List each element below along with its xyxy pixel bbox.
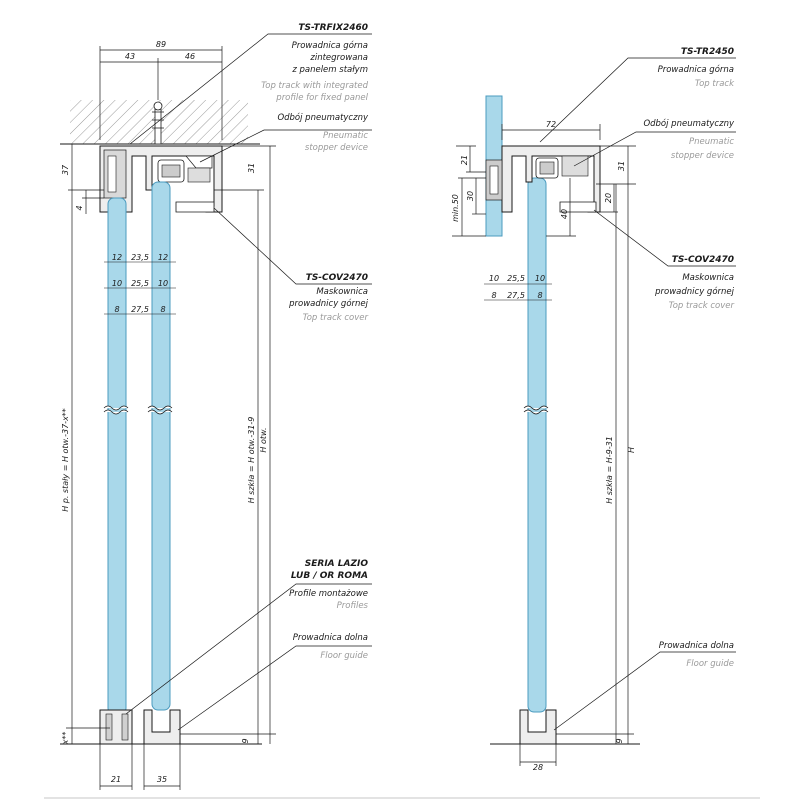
callout-series-2: LUB / OR ROMA	[291, 571, 368, 581]
break-mark	[523, 405, 549, 415]
right-leaders	[539, 57, 736, 731]
dim-20: 20	[604, 193, 613, 203]
callout-left-stopper-en-2: stopper device	[305, 143, 368, 153]
callout-left-cover-pl-1: Maskownica	[316, 287, 368, 297]
dim-40: 40	[560, 209, 569, 219]
dim-21: 21	[460, 155, 469, 165]
callout-right-cover-pl-1: Maskownica	[682, 273, 734, 283]
callout-right-top-track-pl: Prowadnica górna	[658, 64, 734, 75]
dim-fixed-height: H p. stały = H otw.-37-x**	[61, 408, 70, 512]
callout-right-cover-pl-2: prowadnicy górnej	[654, 286, 735, 297]
bottom-mounting-profile	[99, 709, 133, 745]
callout-left-stopper-en-1: Pneumatic	[323, 131, 368, 141]
dim-30: 30	[466, 191, 475, 201]
dimension-left-vert	[68, 144, 104, 214]
callout-left-floor-pl: Prowadnica dolna	[293, 633, 368, 643]
right-top-dim	[501, 124, 601, 140]
callout-left-top-track-pl-2: zintegrowana	[309, 53, 368, 63]
dim-row3-a: 8	[114, 305, 119, 314]
dim-bottom-9: 9	[241, 738, 250, 743]
dim-right-part: 46	[185, 52, 195, 61]
dim-31: 31	[617, 161, 626, 171]
dim-glass-height: H szkła = H otw.-31-9	[247, 417, 256, 504]
right-left-dims	[452, 145, 486, 237]
dim-right-height: H	[627, 447, 636, 453]
dim-track-31: 31	[247, 163, 256, 173]
callout-left-cover-code: TS-COV2470	[306, 273, 368, 283]
dim-base-21: 21	[111, 775, 121, 784]
dim-total-width: 89	[156, 40, 166, 49]
callout-left-top-track-en-2: profile for fixed panel	[275, 93, 368, 103]
left-assembly: 89 43 46 37 4 12 23,5 12 10 25,5 10 8 27…	[60, 23, 372, 790]
dim-right-row1-b: 25,5	[507, 274, 525, 283]
dim-row2-b: 25,5	[131, 279, 149, 288]
callout-left-cover-en: Top track cover	[303, 313, 369, 323]
dim-row3-b: 27,5	[131, 305, 149, 314]
dim-right-row2-b: 27,5	[507, 291, 525, 300]
callout-left-top-track-pl-1: Prowadnica górna	[292, 40, 368, 51]
dim-right-glass-height: H szkła = H-9-31	[605, 436, 614, 504]
callout-left-top-track-code: TS-TRFIX2460	[298, 23, 368, 33]
dim-row2-c: 10	[158, 279, 168, 288]
right-assembly: 72 21 30 min.50 31 20 40	[451, 47, 736, 772]
long-vertical-dims	[66, 145, 276, 744]
callout-right-stopper-en-2: stopper device	[671, 151, 734, 161]
row-dimension-lines	[104, 261, 176, 315]
anchor-bolt-icon	[152, 101, 164, 145]
right-top-track	[485, 145, 601, 213]
callout-left-top-track-en-1: Top track with integrated	[261, 81, 368, 91]
callout-right-cover-code: TS-COV2470	[672, 255, 734, 265]
callout-right-top-track-en: Top track	[695, 79, 735, 89]
dim-left-part: 43	[125, 52, 135, 61]
callout-right-floor-pl: Prowadnica dolna	[659, 641, 734, 651]
callout-right-stopper-pl: Odbój pneumatyczny	[643, 118, 735, 129]
dim-right-row1-c: 10	[535, 274, 545, 283]
dim-min50: min.50	[451, 194, 460, 222]
top-track-profile	[99, 145, 223, 213]
dimension-top	[99, 46, 223, 140]
callout-right-cover-en: Top track cover	[669, 301, 735, 311]
left-leaders	[125, 33, 372, 731]
dim-right-bottom-9: 9	[615, 738, 624, 743]
break-mark	[103, 405, 129, 415]
callout-right-top-track-code: TS-TR2450	[681, 47, 734, 57]
dim-base-35: 35	[157, 775, 167, 784]
callout-series-1: SERIA LAZIO	[305, 559, 369, 569]
dim-base-28: 28	[533, 763, 543, 772]
dim-row1-a: 12	[112, 253, 122, 262]
right-floor-guide	[519, 709, 557, 745]
callout-right-floor-en: Floor guide	[686, 659, 734, 669]
right-sliding-glass	[527, 177, 547, 713]
right-base-dim	[519, 744, 557, 766]
dim-row3-c: 8	[160, 305, 165, 314]
dim-right-row2-a: 8	[491, 291, 496, 300]
floor-guide	[143, 709, 181, 745]
dim-gap-4: 4	[75, 205, 84, 210]
dim-width-72: 72	[546, 120, 556, 129]
dim-row1-c: 12	[158, 253, 168, 262]
dim-right-row2-c: 8	[537, 291, 542, 300]
break-mark	[147, 405, 173, 415]
callout-right-stopper-en-1: Pneumatic	[689, 137, 734, 147]
right-row-dims	[484, 283, 552, 301]
callout-left-stopper-pl: Odbój pneumatyczny	[277, 112, 369, 123]
callout-profile-en: Profiles	[337, 601, 369, 611]
callout-profile-pl: Profile montażowe	[289, 589, 368, 599]
dim-row2-a: 10	[112, 279, 122, 288]
dim-top-height: 37	[61, 164, 70, 175]
dim-x-mark: x**	[61, 732, 70, 746]
callout-left-top-track-pl-3: z panelem stałym	[291, 65, 368, 75]
dim-right-row1-a: 10	[489, 274, 499, 283]
callout-left-floor-en: Floor guide	[320, 651, 368, 661]
fixed-glass-panel	[107, 197, 127, 715]
callout-left-cover-pl-2: prowadnicy górnej	[288, 298, 369, 309]
dim-opening: H otw.	[259, 427, 268, 452]
right-right-dims	[546, 145, 636, 744]
dim-row1-b: 23,5	[131, 253, 149, 262]
base-dims	[99, 744, 181, 790]
